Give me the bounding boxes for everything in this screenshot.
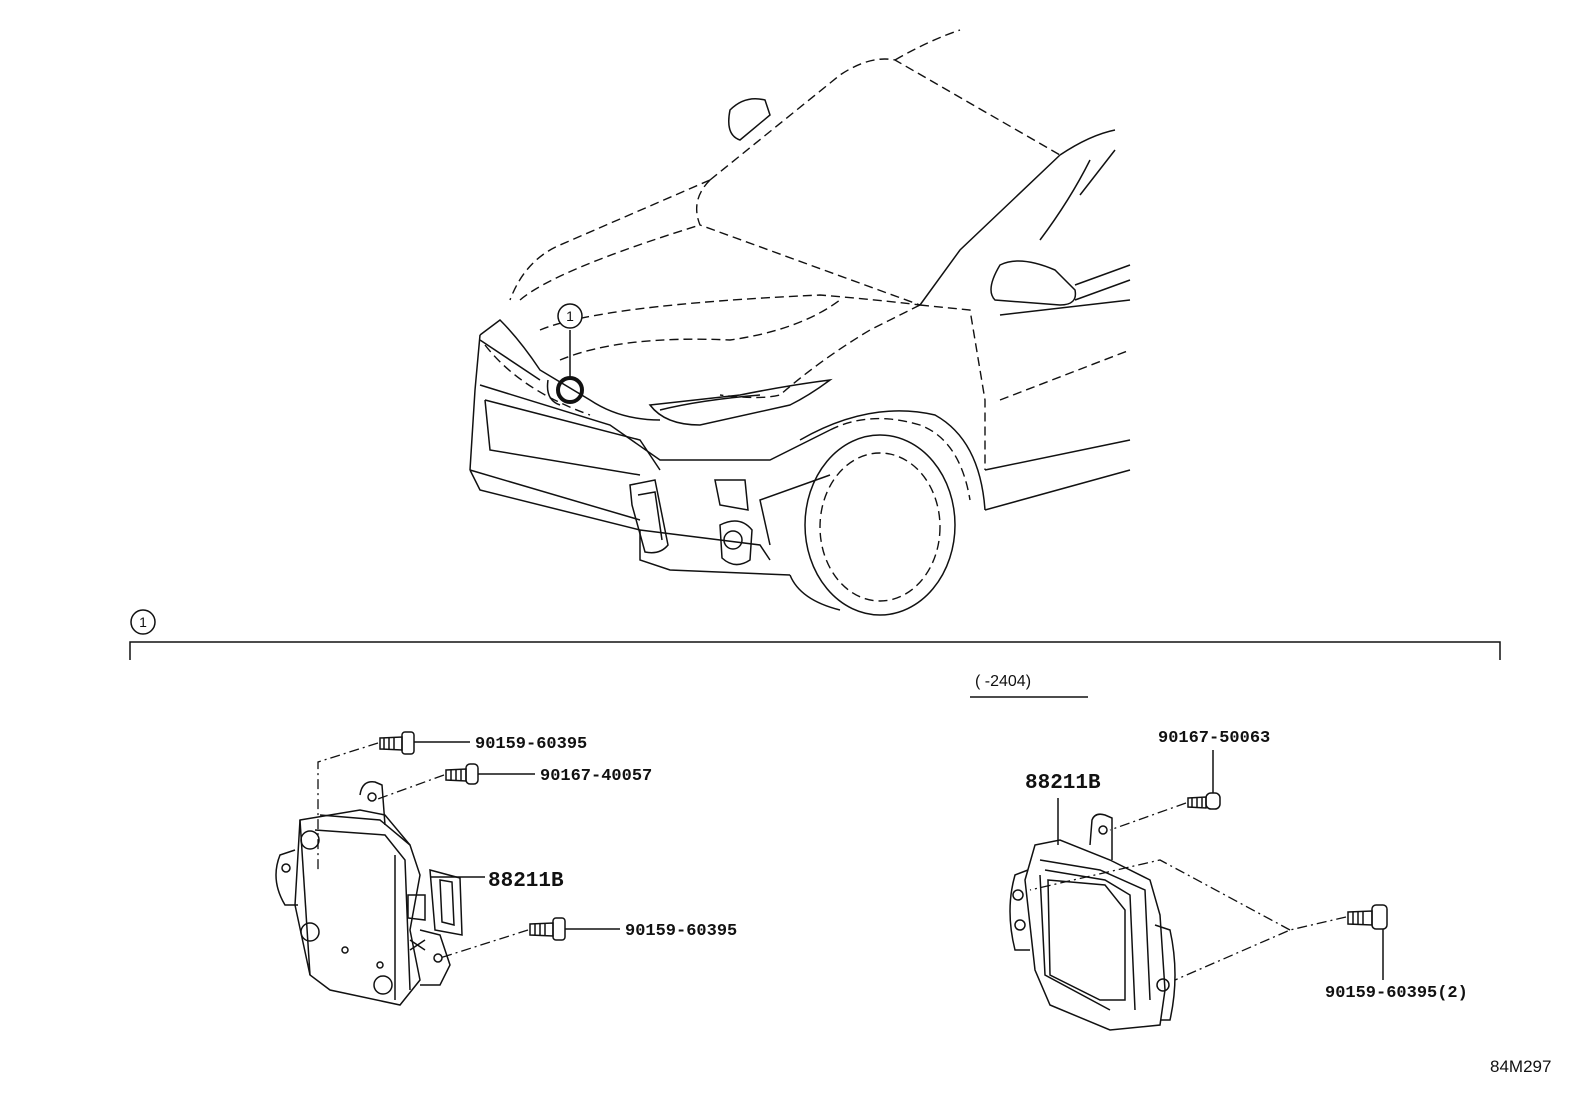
section-callout-number: 1	[139, 614, 147, 630]
bolt-icon	[379, 731, 415, 755]
date-range: ( -2404)	[975, 673, 1031, 690]
car-callout-number: 1	[566, 308, 574, 324]
bolt-icon	[1347, 904, 1388, 930]
bolt-icon	[529, 917, 566, 941]
right-module-label: 88211B	[1025, 772, 1101, 795]
screw-icon	[445, 763, 479, 785]
sensor-module-icon	[1009, 813, 1176, 1031]
right-bolt-label: 90159-60395(2)	[1325, 984, 1468, 1003]
screw-icon	[1187, 792, 1221, 810]
left-bolt-bottom-label: 90159-60395	[625, 922, 737, 941]
sensor-location-marker	[556, 376, 584, 404]
section-bracket	[129, 641, 1501, 660]
left-module-label: 88211B	[488, 870, 564, 893]
right-screw-top-label: 90167-50063	[1158, 729, 1270, 748]
callout-circle-icon	[130, 609, 156, 635]
left-screw-top-label: 90167-40057	[540, 767, 652, 786]
car-front-icon	[469, 29, 1131, 616]
sensor-module-icon	[275, 781, 463, 1006]
left-bolt-top-label: 90159-60395	[475, 735, 587, 754]
diagram-code: 84M297	[1490, 1057, 1551, 1076]
